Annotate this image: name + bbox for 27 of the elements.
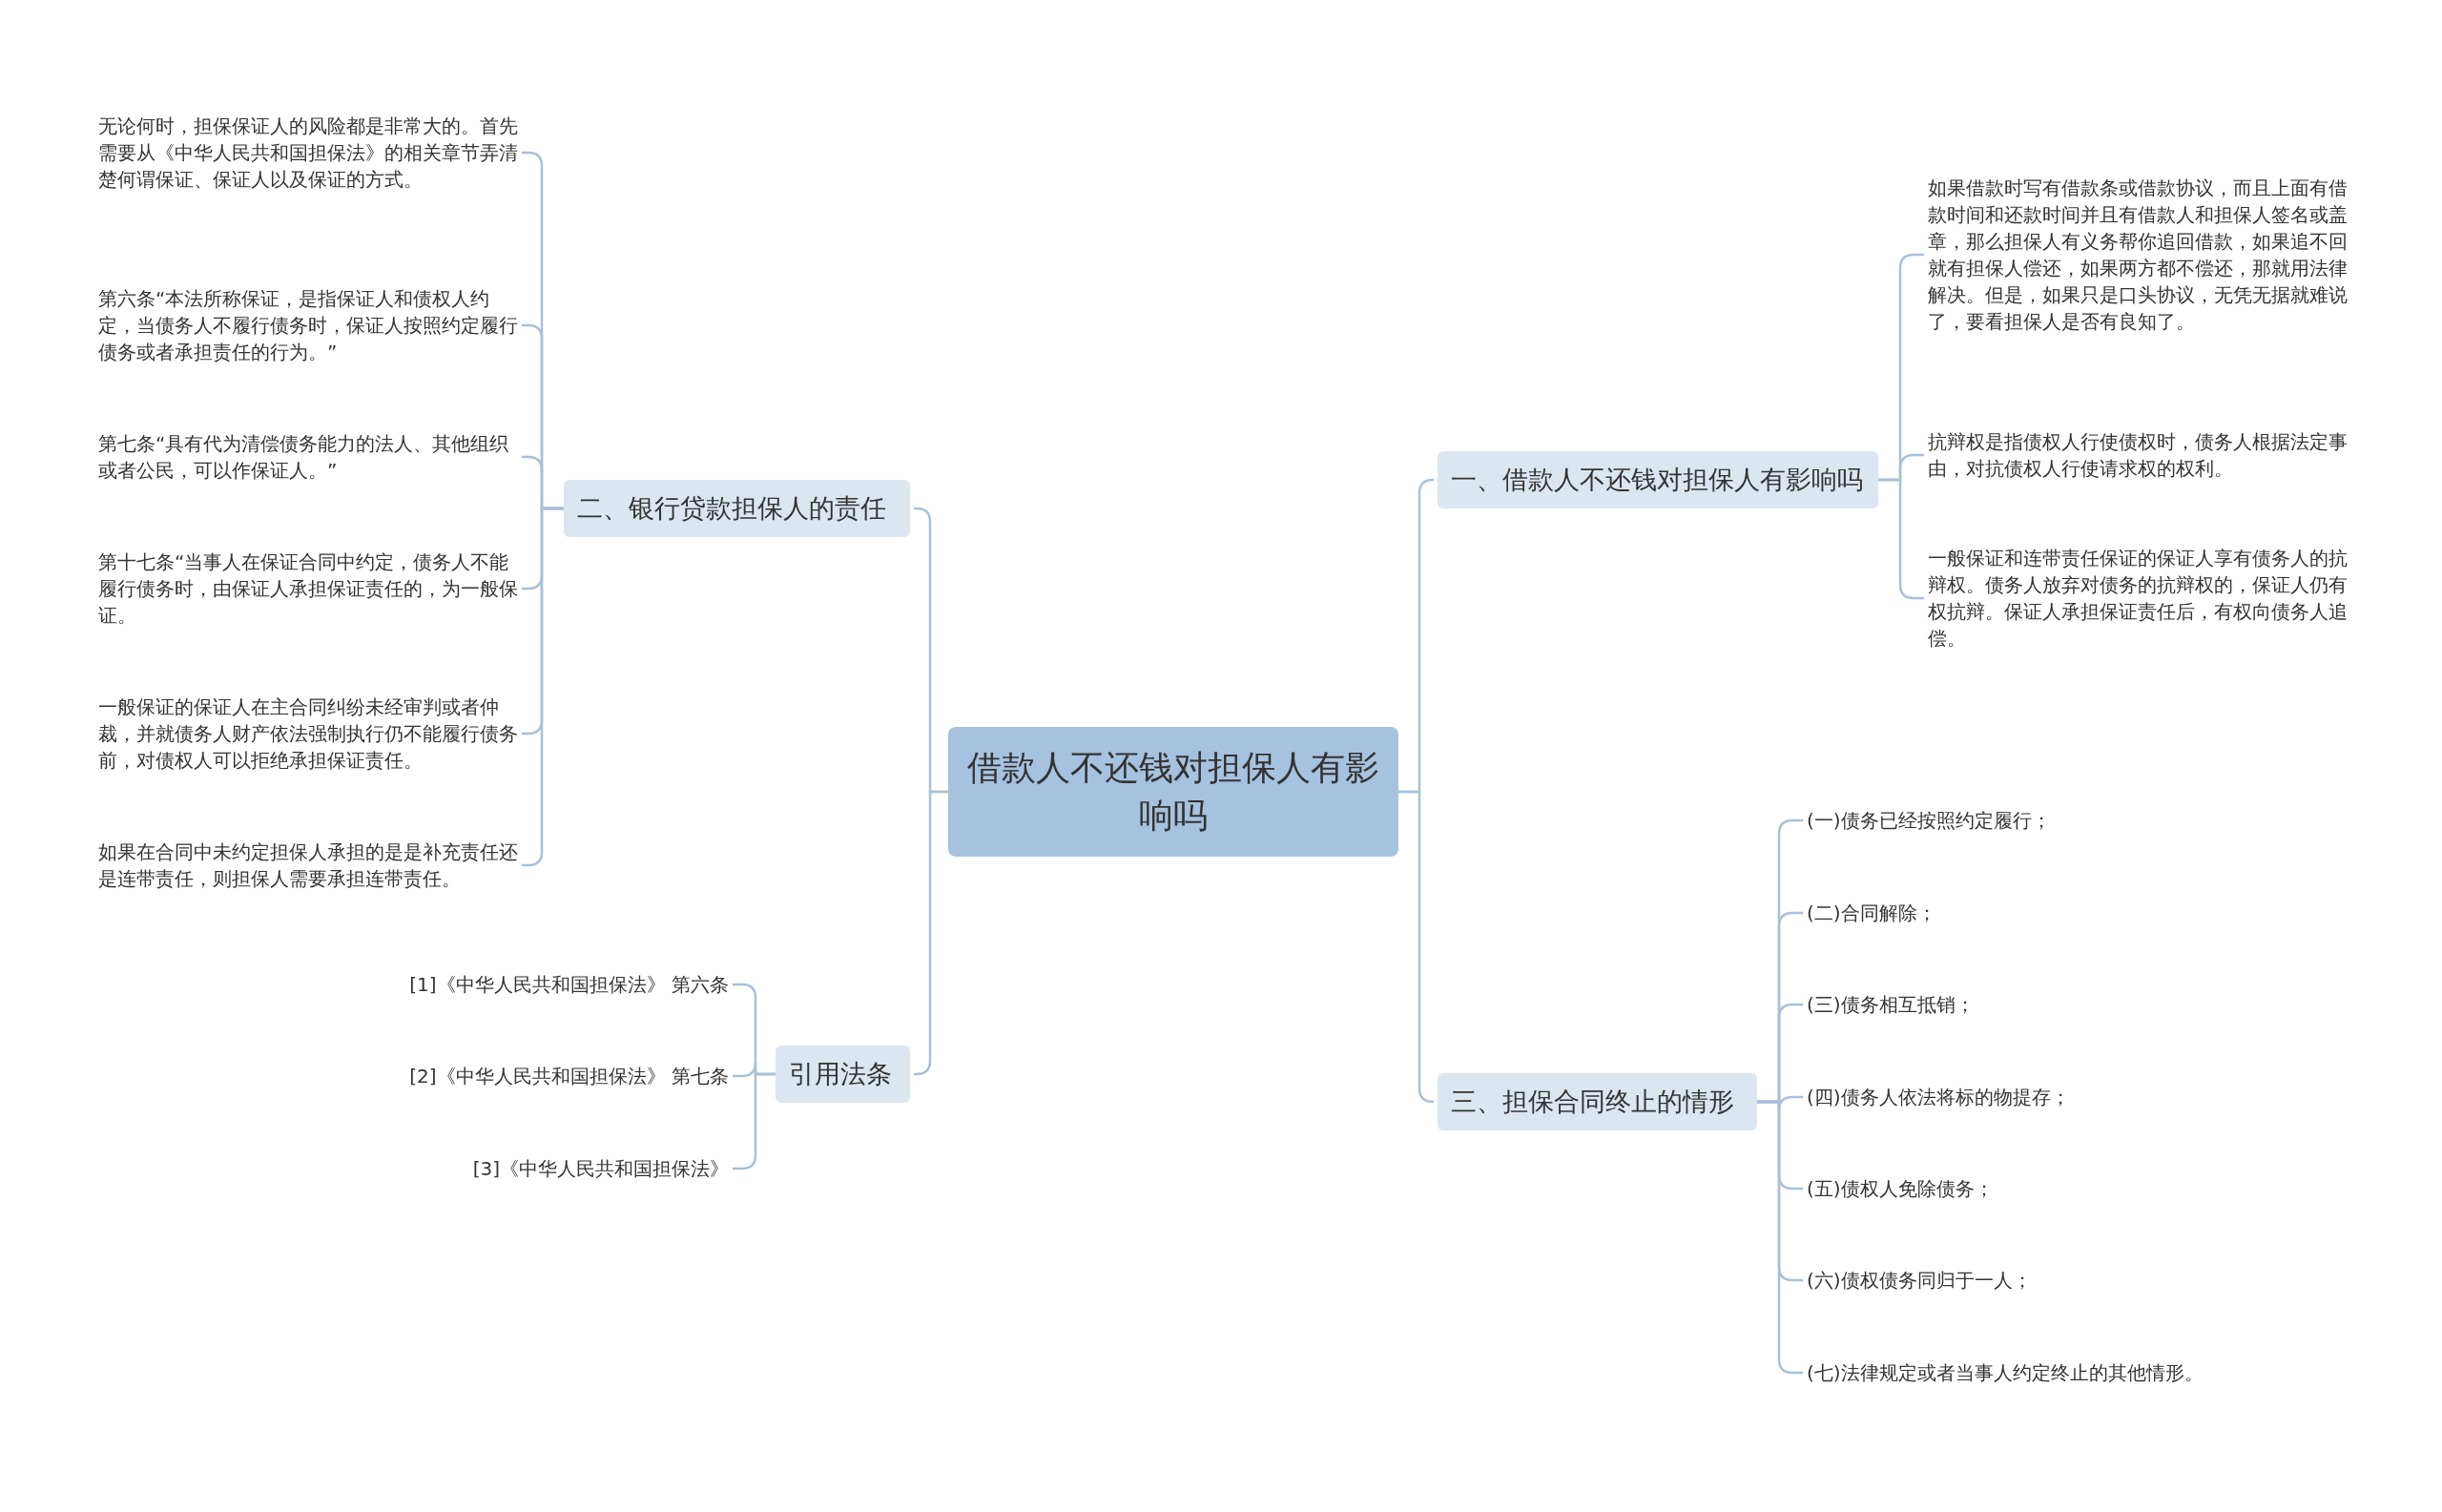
connector-line (1398, 790, 1435, 1104)
list-item-text: (五)债权人免除债务； (1807, 1175, 2303, 1202)
list-item-text: (七)法律规定或者当事人约定终止的其他情形。 (1807, 1359, 2226, 1386)
note-text: 如果在合同中未约定担保人承担的是是补充责任还是连带责任，则担保人需要承担连带责任。 (98, 839, 518, 892)
reference-text: [1]《中华人民共和国担保法》 第六条 (347, 971, 729, 998)
topic-box: 三、担保合同终止的情形 (1438, 1073, 1757, 1130)
connector-line (914, 790, 948, 1076)
topic-box: 一、借款人不还钱对担保人有影响吗 (1438, 451, 1878, 508)
note-text: 抗辩权是指债权人行使债权时，债务人根据法定事由，对抗债权人行使请求权的权利。 (1928, 428, 2348, 482)
list-item-text: (四)债务人依法将标的物提存； (1807, 1084, 2303, 1110)
note-text: 第六条“本法所称保证，是指保证人和债权人约定，当债务人不履行债务时，保证人按照约定履行债务或者承担责任的行为。” (98, 285, 518, 365)
note-text: 第十七条“当事人在保证合同中约定，债务人不能履行债务时，由保证人承担保证责任的，为一般保证。 (98, 549, 518, 629)
note-text: 一般保证和连带责任保证的保证人享有债务人的抗辩权。债务人放弃对债务的抗辩权的，保证人仍有权抗辩。保证人承担保证责任后，有权向债务人追偿。 (1928, 545, 2348, 652)
note-text: 第七条“具有代为清偿债务能力的法人、其他组织或者公民，可以作保证人。” (98, 430, 518, 484)
topic-box: 二、银行贷款担保人的责任 (564, 480, 910, 537)
list-item-text: (三)债务相互抵销； (1807, 991, 2303, 1018)
list-item-text: (一)债务已经按照约定履行； (1807, 807, 2303, 834)
reference-text: [2]《中华人民共和国担保法》 第七条 (347, 1063, 729, 1089)
connector-line (522, 507, 564, 867)
list-item-text: (二)合同解除； (1807, 900, 2303, 926)
note-text: 一般保证的保证人在主合同纠纷未经审判或者仲裁，并就债务人财产依法强制执行仍不能履行债务前，对债权人可以拒绝承担保证责任。 (98, 694, 518, 774)
note-text: 无论何时，担保保证人的风险都是非常大的。首先需要从《中华人民共和国担保法》的相关章节弄清楚何谓保证、保证人以及保证的方式。 (98, 113, 518, 193)
topic-box: 引用法条 (776, 1046, 910, 1103)
list-item-text: (六)债权债务同归于一人； (1807, 1267, 2303, 1294)
central-topic-box: 借款人不还钱对担保人有影响吗 (948, 727, 1398, 857)
reference-text: [3]《中华人民共和国担保法》 (347, 1155, 729, 1182)
note-text: 如果借款时写有借款条或借款协议，而且上面有借款时间和还款时间并且有借款人和担保人签名或盖章，那么担保人有义务帮你追回借款，如果追不回就有担保人偿还，如果两方都不偿还，那就用法律解决。但是，如果只是口头协议，无凭无据就难说了，要看担保人是否有良知了。 (1928, 175, 2348, 335)
